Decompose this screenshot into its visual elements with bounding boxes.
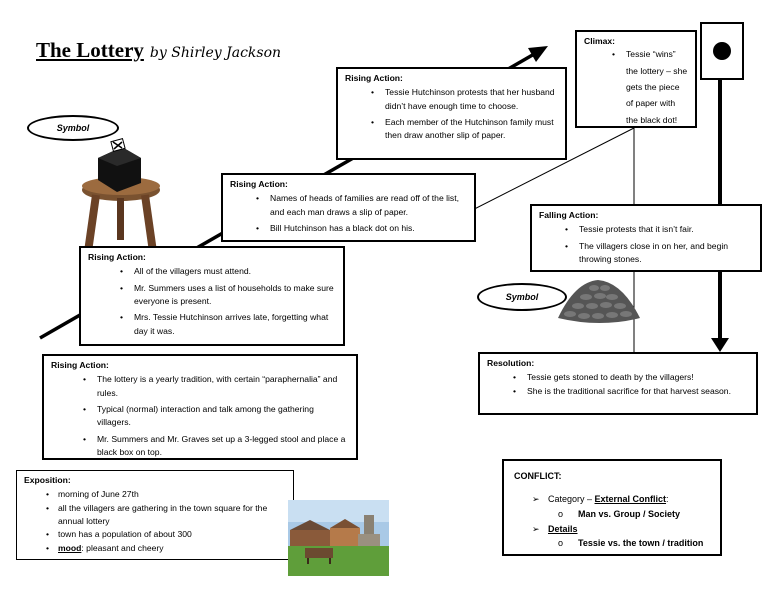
exposition-heading: Exposition: <box>24 475 71 485</box>
conflict-category-value: External Conflict <box>594 493 667 504</box>
rising-action-box-1: Rising Action: The lottery is a yearly t… <box>42 354 358 460</box>
conflict-category-detail: Man vs. Group / Society <box>578 508 681 519</box>
exposition-list: morning of June 27th all the villagers a… <box>24 488 287 555</box>
rising-arrowhead <box>528 46 548 62</box>
falling-action-heading: Falling Action: <box>539 210 599 220</box>
resolution-list: Tessie gets stoned to death by the villa… <box>487 371 750 398</box>
black-dot-symbol <box>700 22 744 80</box>
list-item: Mr. Summers and Mr. Graves set up a 3-le… <box>83 433 350 460</box>
conflict-details-label: Details <box>548 523 578 534</box>
black-dot-icon <box>713 42 731 60</box>
conflict-details-value: Tessie vs. the town / tradition <box>578 538 704 549</box>
symbol-label: Symbol <box>505 292 539 302</box>
list-item: mood: pleasant and cheery <box>46 542 287 556</box>
symbol-label: Symbol <box>56 123 90 133</box>
conflict-details-value-row: o Tessie vs. the town / tradition <box>558 536 710 551</box>
mood-label: mood <box>58 542 82 553</box>
rising-action-1-list: The lottery is a yearly tradition, with … <box>51 373 350 459</box>
list-item: The villagers close in on her, and begin… <box>565 240 754 267</box>
conflict-category-colon: : <box>666 493 669 504</box>
arrow-bullet-icon: ➢ <box>532 523 540 534</box>
conflict-details-row: ➢ Details <box>532 522 710 537</box>
title-author: by Shirley Jackson <box>149 45 282 61</box>
list-item: Bill Hutchinson has a black dot on his. <box>256 222 468 236</box>
rising-action-3-list: Names of heads of families are read off … <box>230 192 468 235</box>
rising-action-2-heading: Rising Action: <box>88 252 146 262</box>
rising-action-3-heading: Rising Action: <box>230 179 288 189</box>
climax-box: Climax: Tessie “wins” the lottery – she … <box>575 30 697 128</box>
conflict-category-detail-row: o Man vs. Group / Society <box>558 507 710 522</box>
resolution-box: Resolution: Tessie gets stoned to death … <box>478 352 758 415</box>
list-item: The lottery is a yearly tradition, with … <box>83 373 350 400</box>
mood-value: : pleasant and cheery <box>81 542 164 553</box>
arrow-bullet-icon: ➢ <box>532 493 540 504</box>
falling-action-box: Falling Action: Tessie protests that it … <box>530 204 762 272</box>
list-item: Mrs. Tessie Hutchinson arrives late, for… <box>120 311 337 338</box>
list-item: She is the traditional sacrifice for tha… <box>513 385 750 399</box>
rising-action-box-2: Rising Action: All of the villagers must… <box>79 246 345 346</box>
symbol-ellipse-1: Symbol <box>27 115 119 141</box>
title-main: The Lottery <box>36 38 144 62</box>
conflict-category-label: Category – <box>548 493 595 504</box>
list-item: all the villagers are gathering in the t… <box>46 502 287 529</box>
rising-action-2-list: All of the villagers must attend. Mr. Su… <box>88 265 337 338</box>
list-item: Names of heads of families are read off … <box>256 192 468 219</box>
climax-heading: Climax: <box>584 36 616 46</box>
resolution-heading: Resolution: <box>487 358 535 368</box>
list-item: Tessie “wins” the lottery – she gets the… <box>612 46 689 128</box>
list-item: Tessie protests that it isn’t fair. <box>565 223 754 237</box>
climax-list: Tessie “wins” the lottery – she gets the… <box>584 46 689 128</box>
list-item: Typical (normal) interaction and talk am… <box>83 403 350 430</box>
conflict-category-row: ➢ Category – External Conflict: <box>532 492 710 507</box>
list-item: town has a population of about 300 <box>46 528 287 542</box>
list-item: Tessie Hutchinson protests that her husb… <box>371 86 559 113</box>
list-item: All of the villagers must attend. <box>120 265 337 279</box>
rising-action-1-heading: Rising Action: <box>51 360 109 370</box>
rising-action-box-4: Rising Action: Tessie Hutchinson protest… <box>336 67 567 160</box>
symbol-ellipse-2: Symbol <box>477 283 567 311</box>
stone-pile-icon <box>558 280 640 323</box>
conflict-box: CONFLICT: ➢ Category – External Conflict:… <box>502 459 722 556</box>
exposition-box: Exposition: morning of June 27th all the… <box>16 470 294 560</box>
rising-action-4-list: Tessie Hutchinson protests that her husb… <box>345 86 559 142</box>
circle-bullet-icon: o <box>558 538 564 549</box>
rising-action-4-heading: Rising Action: <box>345 73 403 83</box>
rising-action-box-3: Rising Action: Names of heads of familie… <box>221 173 476 242</box>
list-item: morning of June 27th <box>46 488 287 502</box>
circle-bullet-icon: o <box>558 508 564 519</box>
page-title: The Lottery by Shirley Jackson <box>36 38 281 63</box>
list-item: Each member of the Hutchinson family mus… <box>371 116 559 143</box>
falling-action-list: Tessie protests that it isn’t fair. The … <box>539 223 754 266</box>
conflict-heading: CONFLICT: <box>514 471 562 481</box>
list-item: Tessie gets stoned to death by the villa… <box>513 371 750 385</box>
falling-arrowhead <box>711 338 729 352</box>
list-item: Mr. Summers uses a list of households to… <box>120 282 337 309</box>
